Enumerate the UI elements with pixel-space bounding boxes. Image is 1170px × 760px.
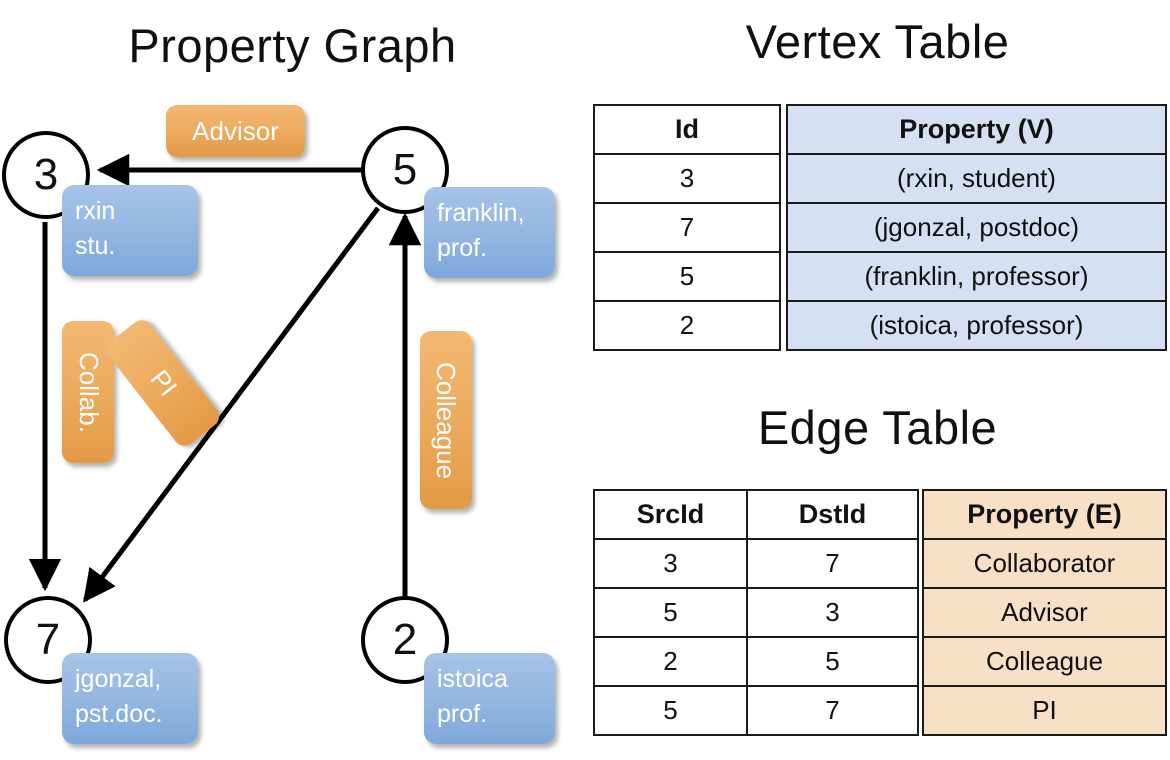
node-property-box-3: rxin stu.: [62, 185, 198, 276]
edge-row-1-src: 5: [593, 587, 748, 638]
table-header-row: SrcId DstId: [593, 489, 919, 540]
edge-table-property-column: Property (E) Collaborator Advisor Collea…: [922, 489, 1167, 736]
node-3-prop-line-2: stu.: [75, 231, 116, 260]
vertex-col-header-id: Id: [593, 104, 781, 155]
vertex-row-0-id: 3: [593, 153, 781, 204]
edge-row-0-dst: 7: [746, 538, 919, 589]
edge-row-0-property: Collaborator: [922, 538, 1167, 589]
table-row: 3 7: [593, 538, 919, 589]
edge-label-collab: Collab.: [62, 321, 114, 463]
vertex-table-property-column: Property (V) (rxin, student) (jgonzal, p…: [786, 104, 1167, 351]
property-graph-panel: Property Graph 3 5 7 2 rxin stu. frankli…: [2, 19, 555, 744]
edge-col-header-srcid: SrcId: [593, 489, 748, 540]
node-property-box-5: franklin, prof.: [424, 187, 555, 278]
edge-label-collab-text: Collab.: [73, 351, 104, 433]
vertex-table-id-column: Id 3 7 5 2: [593, 104, 781, 351]
table-row: 7: [593, 202, 781, 253]
edge-row-1-property: Advisor: [922, 587, 1167, 638]
edge-label-colleague: Colleague: [420, 331, 472, 509]
graph-edges: [28, 153, 422, 603]
node-5-prop-line-2: prof.: [437, 233, 488, 262]
node-property-box-2: istoica prof.: [424, 653, 555, 744]
vertex-row-3-property: (istoica, professor): [786, 300, 1167, 351]
vertex-row-0-property: (rxin, student): [786, 153, 1167, 204]
node-circle-5[interactable]: 5: [361, 126, 449, 214]
table-row: Colleague: [922, 636, 1167, 687]
edge-col-header-dstid: DstId: [746, 489, 919, 540]
edge-label-pi-text: PI: [144, 363, 183, 402]
node-2-prop-line-2: prof.: [437, 699, 488, 728]
table-row: (franklin, professor): [786, 251, 1167, 302]
table-row: 2 5: [593, 636, 919, 687]
edge-row-3-property: PI: [922, 685, 1167, 736]
table-row: PI: [922, 685, 1167, 736]
table-header-row: Property (V): [786, 104, 1167, 155]
vertex-row-2-property: (franklin, professor): [786, 251, 1167, 302]
table-header-row: Id: [593, 104, 781, 155]
edge-row-0-src: 3: [593, 538, 748, 589]
vertex-row-1-property: (jgonzal, postdoc): [786, 202, 1167, 253]
edge-row-1-dst: 3: [746, 587, 919, 638]
vertex-row-3-id: 2: [593, 300, 781, 351]
node-circle-2[interactable]: 2: [361, 596, 449, 684]
edge-col-header-property: Property (E): [922, 489, 1167, 540]
edge-row-2-src: 2: [593, 636, 748, 687]
node-property-box-7: jgonzal, pst.doc.: [62, 653, 198, 744]
table-row: 5: [593, 251, 781, 302]
edge-row-2-property: Colleague: [922, 636, 1167, 687]
table-row: (rxin, student): [786, 153, 1167, 204]
vertex-col-header-property: Property (V): [786, 104, 1167, 155]
node-5-prop-line-1: franklin,: [437, 199, 525, 227]
edge-table-title: Edge Table: [757, 401, 998, 454]
edge-5-7-pi: [82, 206, 381, 603]
node-7-prop-line-2: pst.doc.: [75, 699, 163, 728]
table-row: Advisor: [922, 587, 1167, 638]
table-row: 5 7: [593, 685, 919, 736]
edge-label-advisor: Advisor: [166, 105, 305, 157]
table-row: 5 3: [593, 587, 919, 638]
node-3-prop-line-1: rxin: [75, 197, 116, 225]
edge-table-ids: SrcId DstId 3 7 5 3 2 5 5 7: [593, 489, 919, 736]
table-row: Collaborator: [922, 538, 1167, 589]
edge-row-2-dst: 5: [746, 636, 919, 687]
page-title-property-graph: Property Graph: [128, 19, 457, 72]
vertex-row-2-id: 5: [593, 251, 781, 302]
table-row: 2: [593, 300, 781, 351]
vertex-row-1-id: 7: [593, 202, 781, 253]
edge-row-3-src: 5: [593, 685, 748, 736]
table-row: (jgonzal, postdoc): [786, 202, 1167, 253]
edge-label-advisor-text: Advisor: [192, 115, 279, 146]
edge-label-colleague-text: Colleague: [431, 361, 462, 479]
edge-row-3-dst: 7: [746, 685, 919, 736]
node-2-prop-line-1: istoica: [437, 665, 508, 693]
vertex-table-title: Vertex Table: [745, 15, 1010, 68]
node-7-prop-line-1: jgonzal,: [75, 665, 162, 693]
table-row: (istoica, professor): [786, 300, 1167, 351]
table-header-row: Property (E): [922, 489, 1167, 540]
table-row: 3: [593, 153, 781, 204]
